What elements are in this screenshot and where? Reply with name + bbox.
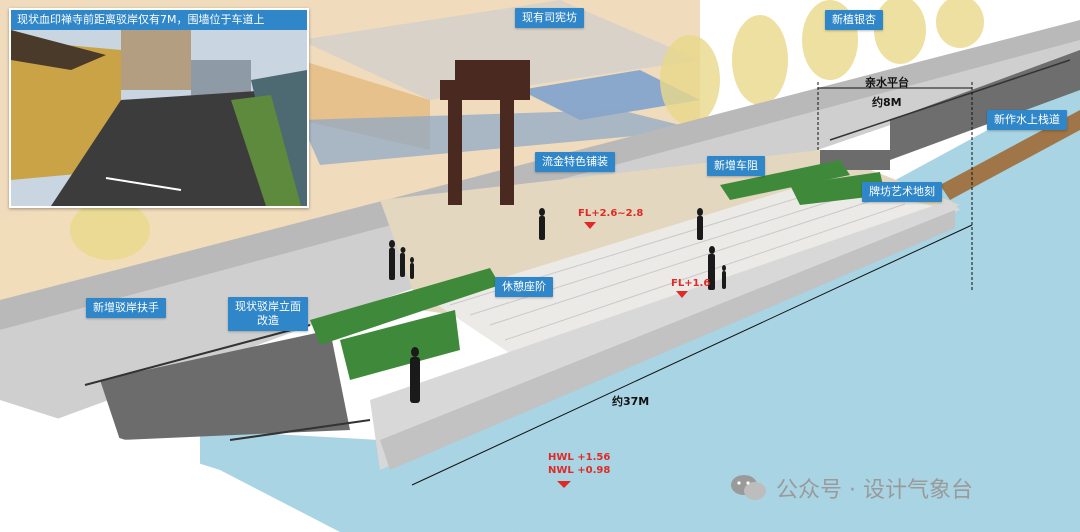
callout-rest-steps: 休憩座阶	[495, 277, 553, 297]
callout-new-bollard: 新增车阻	[707, 156, 765, 176]
photo-caption: 现状血印禅寺前距离驳岸仅有7M，围墙位于车道上	[11, 10, 307, 30]
callout-existing-archway: 现有司宪坊	[515, 8, 584, 28]
callout-gold-paving: 流金特色铺装	[535, 152, 615, 172]
callout-new-handrail: 新增驳岸扶手	[86, 298, 166, 318]
existing-condition-photo: 现状血印禅寺前距离驳岸仅有7M，围墙位于车道上	[9, 8, 309, 208]
callout-archway-art: 牌坊艺术地刻	[862, 182, 942, 202]
callout-new-boardwalk: 新作水上栈道	[987, 110, 1067, 130]
elevation-normal-water-level: NWL +0.98	[548, 465, 611, 476]
watermark-text: 公众号 · 设计气象台	[776, 478, 973, 503]
wechat-icon	[730, 473, 768, 503]
watermark: 公众号 · 设计气象台	[730, 472, 973, 504]
callout-water-platform: 亲水平台	[865, 76, 909, 89]
callout-new-ginkgo: 新植银杏	[825, 10, 883, 30]
platform-width-dimension: 约8M	[872, 96, 902, 109]
total-length-dimension: 约37M	[612, 395, 650, 408]
elevation-lower-level: FL+1.6	[671, 278, 711, 289]
callout-revetment-renovation: 现状驳岸立面改造	[228, 297, 308, 331]
elevation-upper-level: FL+2.6~2.8	[578, 208, 644, 219]
elevation-high-water-level: HWL +1.56	[548, 452, 611, 463]
photo-scene	[11, 10, 307, 206]
